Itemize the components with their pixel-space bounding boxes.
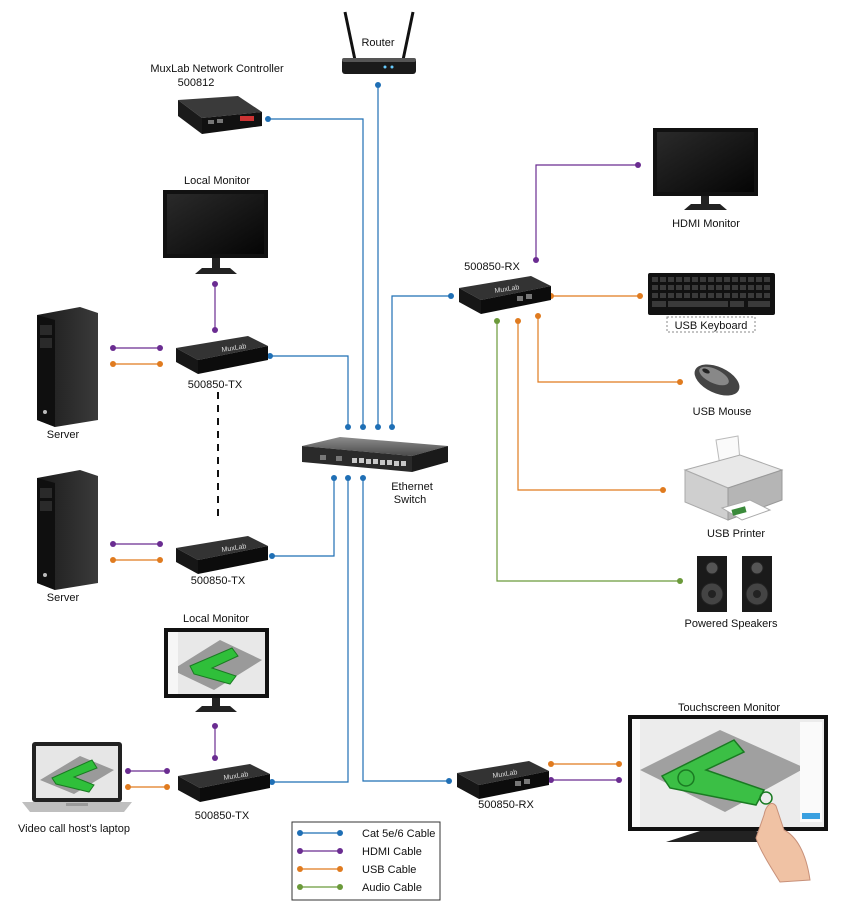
network-controller-device — [178, 96, 262, 134]
ethernet-switch-label-line2: Switch — [394, 494, 426, 506]
audio-cable-speakers — [496, 321, 680, 582]
usb-keyboard-label: USB Keyboard — [675, 320, 748, 332]
cat-endpoints — [265, 82, 454, 785]
usb-endpoints — [110, 293, 683, 790]
local-monitor-bottom-label: Local Monitor — [183, 613, 249, 625]
tx-2-brand: MuxLab — [221, 543, 247, 554]
router-device — [342, 11, 416, 74]
powered-speakers-label: Powered Speakers — [685, 618, 778, 630]
legend-item-audio: Audio Cable — [297, 882, 422, 894]
legend-label-cat: Cat 5e/6 Cable — [362, 828, 435, 840]
hdmi-monitor-device — [653, 128, 758, 210]
rx-bottom-brand: MuxLab — [492, 769, 518, 780]
router-label: Router — [361, 37, 394, 49]
server-2-device — [37, 470, 98, 590]
hdmi-monitor-label: HDMI Monitor — [672, 218, 740, 230]
legend: Cat 5e/6 Cable HDMI Cable USB Cable Audi… — [291, 821, 441, 901]
usb-cable-printer — [517, 321, 663, 491]
legend-label-usb: USB Cable — [362, 864, 416, 876]
laptop-label: Video call host's laptop — [18, 823, 130, 835]
controller-label-line1: MuxLab Network Controller — [150, 63, 284, 75]
cat-cable-tx2 — [272, 478, 335, 557]
hdmi-endpoints — [110, 162, 641, 783]
tx-3-device: MuxLab — [178, 764, 270, 802]
cat-cable-rx-bottom — [362, 478, 449, 782]
powered-speakers-device — [697, 556, 772, 612]
cat-cable-tx3 — [272, 478, 349, 783]
rx-bottom-device: MuxLab — [457, 761, 549, 799]
touchscreen-monitor-label: Touchscreen Monitor — [678, 702, 780, 714]
usb-cable-mouse — [537, 316, 680, 383]
tx-1-label: 500850-TX — [188, 379, 243, 391]
server-2-label: Server — [47, 592, 80, 604]
usb-printer-device — [683, 435, 784, 521]
touchscreen-monitor-device — [628, 715, 828, 883]
legend-item-cat: Cat 5e/6 Cable — [297, 828, 435, 840]
local-monitor-top-device — [163, 190, 268, 274]
legend-label-audio: Audio Cable — [362, 882, 422, 894]
server-1-device — [37, 307, 98, 427]
rx-top-label: 500850-RX — [464, 261, 520, 273]
usb-mouse-device — [694, 364, 740, 396]
server-1-label: Server — [47, 429, 80, 441]
tx-3-label: 500850-TX — [195, 810, 250, 822]
tx-2-device: MuxLab — [176, 536, 268, 574]
legend-label-hdmi: HDMI Cable — [362, 846, 422, 858]
tx-1-brand: MuxLab — [221, 343, 247, 354]
controller-label-line2: 500812 — [178, 77, 215, 89]
local-monitor-top-label: Local Monitor — [184, 175, 250, 187]
rx-bottom-label: 500850-RX — [478, 799, 534, 811]
usb-printer-label: USB Printer — [707, 528, 765, 540]
usb-mouse-label: USB Mouse — [693, 406, 752, 418]
audio-endpoints — [494, 318, 683, 584]
cat-cable-controller — [268, 118, 364, 427]
ethernet-switch-label-line1: Ethernet — [391, 481, 433, 493]
rx-top-device: MuxLab — [459, 276, 551, 314]
ethernet-switch-device — [302, 437, 448, 472]
hdmi-cable-hdmi-monitor — [535, 164, 638, 260]
cables — [110, 82, 683, 790]
tx-1-device: MuxLab — [176, 336, 268, 374]
cat-cable-tx1 — [270, 355, 349, 427]
cat-cable-rx-top — [391, 295, 451, 427]
usb-keyboard-label-box — [666, 316, 756, 333]
legend-item-usb: USB Cable — [297, 864, 416, 876]
tx-2-label: 500850-TX — [191, 575, 246, 587]
local-monitor-bottom-device — [164, 628, 269, 712]
rx-top-brand: MuxLab — [494, 284, 520, 295]
laptop-device — [22, 742, 132, 812]
tx-3-brand: MuxLab — [223, 771, 249, 782]
legend-item-hdmi: HDMI Cable — [297, 846, 422, 858]
usb-keyboard-device — [648, 273, 775, 315]
